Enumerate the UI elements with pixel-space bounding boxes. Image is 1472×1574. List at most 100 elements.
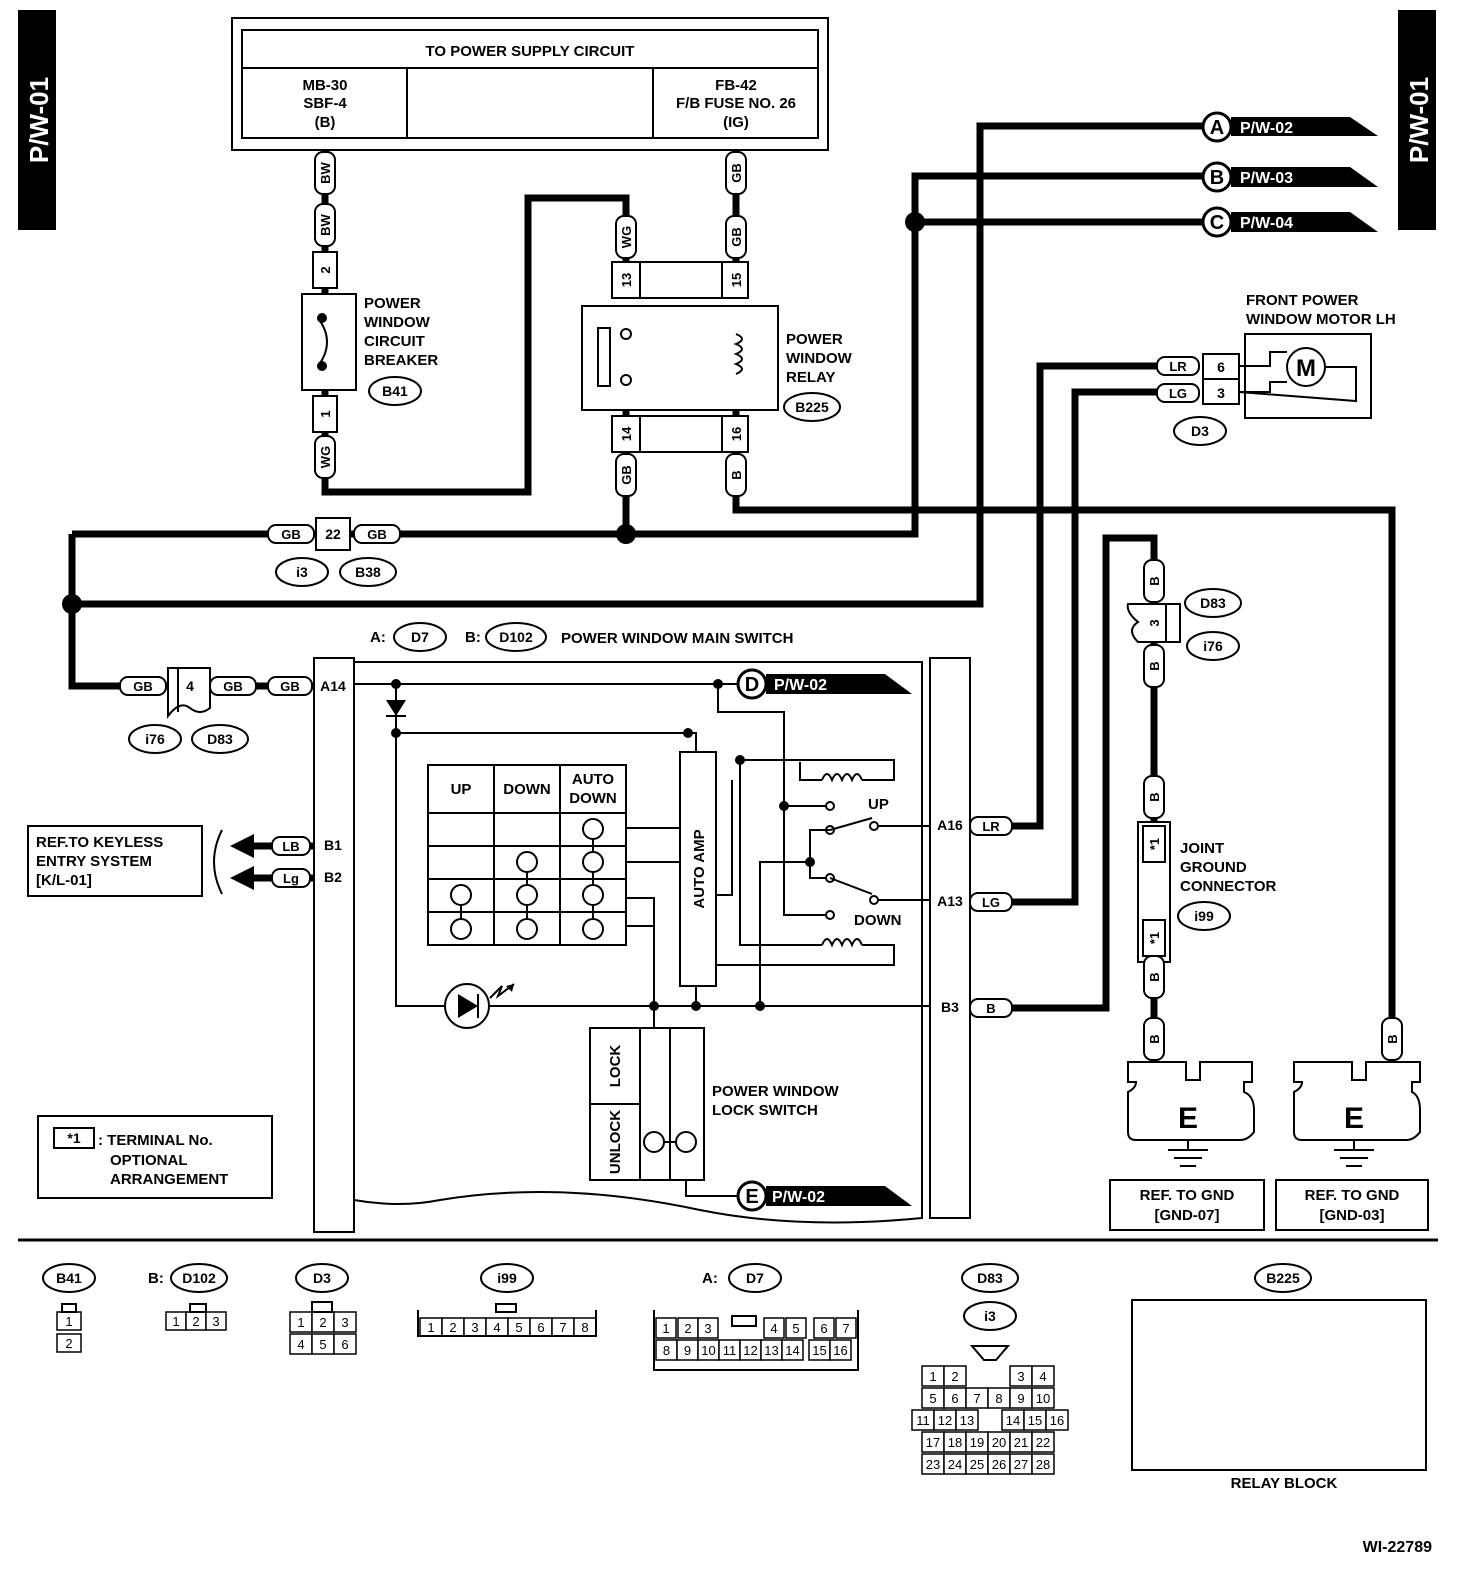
svg-text:i76: i76 [145,731,165,747]
svg-text:B: B [986,1001,995,1016]
figure-id: WI-22789 [1363,1539,1432,1556]
supply-left-line1: MB-30 [302,77,347,94]
svg-text:REF. TO GND: REF. TO GND [1305,1187,1400,1204]
d83-pin: 6 [951,1391,958,1406]
svg-text:LR: LR [982,819,1000,834]
svg-text:2: 2 [318,266,333,273]
d7-pin: 3 [704,1321,711,1336]
svg-text:B:: B: [465,629,481,646]
d7-pin: 7 [842,1321,849,1336]
motor-label-2: WINDOW MOTOR LH [1246,311,1396,328]
front-power-window-motor: FRONT POWER WINDOW MOTOR LH LR LG 6 3 M … [1156,292,1396,446]
svg-text:D7: D7 [411,629,429,645]
d3-pin: 5 [319,1337,326,1352]
motor-code: D3 [1191,423,1209,439]
svg-text:Lg: Lg [283,871,299,886]
svg-text:i76: i76 [1203,638,1223,654]
d7-pin: 6 [820,1321,827,1336]
main-switch-enclosure: A14 B1 B2 A16 A13 B3 [313,657,971,1233]
main-switch-label: POWER WINDOW MAIN SWITCH [561,630,793,647]
wire-label-gb-top: GB [725,151,747,195]
d3-pin: 1 [297,1315,304,1330]
svg-text:REF.TO KEYLESS: REF.TO KEYLESS [36,834,163,851]
svg-text:P/W-02: P/W-02 [772,1189,825,1206]
d7-cell [697,1317,719,1339]
svg-text:UP: UP [451,781,472,798]
motor-label-1: FRONT POWER [1246,292,1359,309]
svg-text:WG: WG [619,226,634,248]
d83-pin: 19 [970,1435,984,1450]
d7-pin: 11 [723,1343,737,1358]
svg-text:GB: GB [619,465,634,485]
svg-text:B41: B41 [56,1270,82,1286]
svg-text:B3: B3 [941,999,959,1015]
d83-pin: 11 [916,1413,930,1428]
d7-cell [781,1339,804,1361]
d7-pin: 12 [743,1343,757,1358]
svg-text:i99: i99 [1194,908,1214,924]
svg-text:B225: B225 [1266,1270,1300,1286]
svg-text:D: D [745,674,759,696]
svg-text:LB: LB [282,839,299,854]
d83-pin: 28 [1036,1457,1050,1472]
d83-pin: 9 [1017,1391,1024,1406]
svg-text:E: E [1178,1102,1198,1135]
power-supply-box: TO POWER SUPPLY CIRCUIT MB-30 SBF-4 (B) … [231,17,829,151]
svg-text:POWER WINDOW: POWER WINDOW [712,1083,839,1100]
flag-b-ref: P/W-03 [1240,170,1293,187]
d83-pin: 7 [973,1391,980,1406]
svg-text:[K/L-01]: [K/L-01] [36,872,92,889]
d83-cell [943,1365,967,1387]
svg-text:*1: *1 [1147,838,1162,850]
d3-pin: 4 [297,1337,304,1352]
d7-cell [829,1339,852,1361]
d83-cell [1031,1431,1055,1453]
lock-switch: LOCK UNLOCK POWER WINDOW LOCK SWITCH [589,1027,839,1181]
d83-pin: 8 [995,1391,1002,1406]
d83-pin: 17 [926,1435,940,1450]
svg-text:14: 14 [619,426,634,441]
breaker-label-4: BREAKER [364,352,438,369]
d7-cell [763,1317,785,1339]
svg-text:GB: GB [280,679,300,694]
svg-text:A14: A14 [320,678,346,694]
svg-text:16: 16 [729,427,744,441]
d83-pin: 23 [926,1457,940,1472]
motor-symbol: M [1296,355,1316,382]
svg-text:D83: D83 [1200,595,1226,611]
joint-ground-connector: B *1 *1 B JOINT GROUND CONNECTOR i99 [1137,775,1277,999]
svg-text:E: E [745,1186,758,1208]
svg-text:GB: GB [729,163,744,183]
svg-text:B: B [1147,576,1162,585]
connector-22: GB 22 GB i3 B38 [267,517,401,587]
svg-text:22: 22 [325,526,341,542]
svg-text:i3: i3 [296,564,308,580]
i99-pin: 3 [471,1320,478,1335]
connection-flag-d: D P/W-02 [736,668,912,700]
flag-a-ref: P/W-02 [1240,120,1293,137]
i99-pin: 1 [427,1320,434,1335]
d7-pin: 10 [701,1343,715,1358]
svg-text:GB: GB [133,679,153,694]
page-tag-right-text: P/W-01 [1404,77,1434,163]
supply-left-line2: SBF-4 [303,95,347,112]
motor-down-label: DOWN [854,912,902,929]
i99-pin: 2 [449,1320,456,1335]
auto-amp: AUTO AMP [679,751,717,987]
svg-text:LR: LR [1169,359,1187,374]
svg-text:D3: D3 [313,1270,331,1286]
breaker-label-1: POWER [364,295,421,312]
supply-left-line3: (B) [315,114,336,131]
svg-text:i3: i3 [984,1308,996,1324]
svg-text:DOWN: DOWN [569,790,617,807]
d7-cell [835,1317,857,1339]
relay-label-3: RELAY [786,369,835,386]
d7-pin: 2 [684,1321,691,1336]
connector-view-headers: B41 B: D102 D3 i99 A: D7 D83 i3 B225 [42,1263,1312,1331]
main-switch-title: A: D7 B: D102 POWER WINDOW MAIN SWITCH [370,622,793,652]
svg-text:B: B [1147,972,1162,981]
d7-pin: 4 [770,1321,777,1336]
i99-pin: 5 [515,1320,522,1335]
d83-pin: 4 [1039,1369,1046,1384]
